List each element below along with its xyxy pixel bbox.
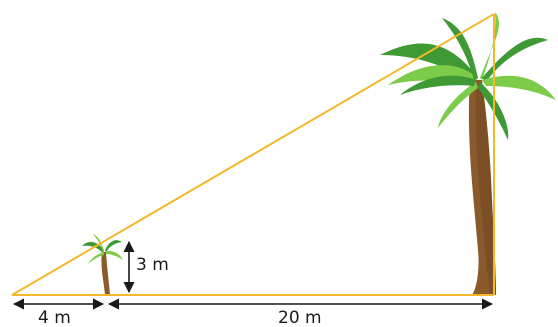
long-base-label: 20 m bbox=[278, 308, 322, 327]
triangle-outline bbox=[11, 13, 495, 296]
short-base-label: 4 m bbox=[38, 308, 71, 327]
hypotenuse-line bbox=[11, 13, 495, 296]
dimension-arrows bbox=[12, 240, 494, 310]
large-palm-tree-icon bbox=[380, 12, 556, 295]
large-palm-fronds bbox=[380, 12, 556, 140]
small-trunk bbox=[101, 252, 110, 295]
small-tree-height-label: 3 m bbox=[136, 255, 169, 275]
